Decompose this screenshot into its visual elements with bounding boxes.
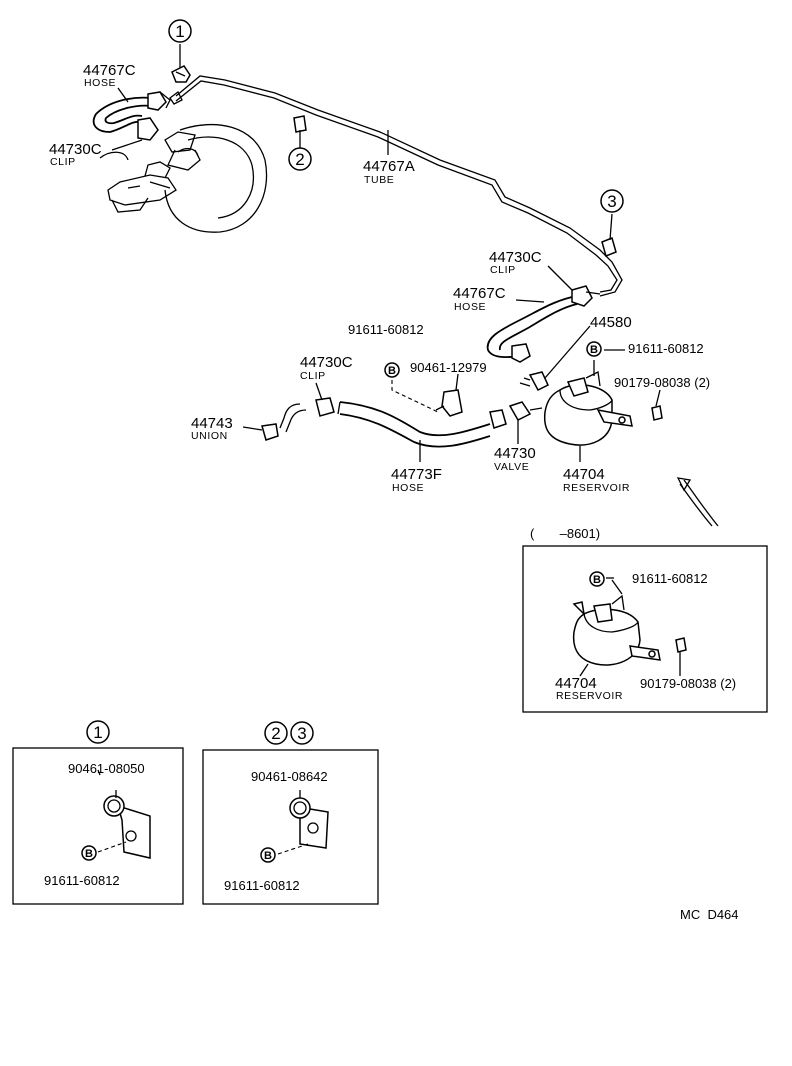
label-90461-12979: 90461-12979 <box>410 360 487 375</box>
label-44580: 44580 <box>590 314 632 331</box>
bolt-marker-mid: B <box>384 362 400 378</box>
inset-23 <box>202 749 379 905</box>
inset-1 <box>12 747 184 905</box>
label-44730c-right: 44730C <box>489 249 542 266</box>
label-91611-right: 91611-60812 <box>628 341 704 356</box>
label-hose-44773f: HOSE <box>392 482 424 494</box>
callout-1: 1 <box>168 19 192 43</box>
svg-text:B: B <box>388 365 396 377</box>
svg-text:3: 3 <box>607 192 616 211</box>
label-union: UNION <box>191 430 228 442</box>
label-44730: 44730 <box>494 445 536 462</box>
inset-3-callout: 3 <box>290 721 314 745</box>
inset-1-callout: 1 <box>86 720 110 744</box>
svg-text:B: B <box>264 850 272 862</box>
label-inset-range: ( –8601) <box>530 526 600 541</box>
brake-booster <box>99 123 268 233</box>
hose-44773f <box>337 401 491 448</box>
bolt-marker-inset23: B <box>260 847 276 863</box>
union-44743 <box>261 397 335 441</box>
inset-arrow <box>676 477 719 527</box>
label-inset-44704: 44704 <box>555 675 597 692</box>
hose-44767c-top <box>92 91 171 141</box>
svg-text:1: 1 <box>93 723 102 742</box>
label-44767c-right: 44767C <box>453 285 506 302</box>
label-90461-08050: 90461-08050 <box>68 761 145 776</box>
label-44704: 44704 <box>563 466 605 483</box>
label-inset1-91611: 91611-60812 <box>44 873 120 888</box>
label-valve: VALVE <box>494 461 529 473</box>
inset-8601 <box>522 545 768 713</box>
callout-3: 3 <box>600 189 624 213</box>
bolt-marker-right: B <box>586 341 602 357</box>
label-44767c-top: 44767C <box>83 62 136 79</box>
label-clip-mid: CLIP <box>300 370 326 382</box>
reservoir-44704 <box>543 371 663 446</box>
label-44730c-top: 44730C <box>49 141 102 158</box>
label-44743: 44743 <box>191 415 233 432</box>
svg-text:B: B <box>590 344 598 356</box>
svg-text:2: 2 <box>295 150 304 169</box>
svg-text:3: 3 <box>297 724 306 743</box>
label-91611-mid: 91611-60812 <box>348 322 424 337</box>
diagram-code: MC D464 <box>680 907 739 922</box>
svg-text:1: 1 <box>175 22 184 41</box>
svg-text:2: 2 <box>271 724 280 743</box>
hose-44767c-right <box>486 285 601 363</box>
label-inset23-91611: 91611-60812 <box>224 878 300 893</box>
label-clip-top: CLIP <box>50 156 76 168</box>
label-44730c-mid: 44730C <box>300 354 353 371</box>
svg-text:B: B <box>593 574 601 586</box>
label-clip-right: CLIP <box>490 264 516 276</box>
clamp-1 <box>171 65 191 83</box>
fitting-44580 <box>519 371 549 391</box>
bolt-marker-8601: B <box>589 571 605 587</box>
leader-lines <box>111 44 661 462</box>
label-hose-right: HOSE <box>454 301 486 313</box>
label-reservoir: RESERVOIR <box>563 482 630 494</box>
clamp-3 <box>601 236 617 258</box>
label-inset-reservoir: RESERVOIR <box>556 690 623 702</box>
clamp-2 <box>293 115 307 133</box>
tube-44767a <box>169 75 623 297</box>
label-inset-90179: 90179-08038 (2) <box>640 676 736 691</box>
label-90179-right: 90179-08038 (2) <box>614 375 710 390</box>
clamp-90461-12979 <box>391 380 463 417</box>
svg-text:B: B <box>85 848 93 860</box>
valve-44730 <box>489 401 543 429</box>
label-tube: TUBE <box>364 174 394 186</box>
label-44773f: 44773F <box>391 466 442 483</box>
label-90461-08642: 90461-08642 <box>251 769 328 784</box>
label-inset-91611: 91611-60812 <box>632 571 708 586</box>
callout-2: 2 <box>288 147 312 171</box>
label-44767a: 44767A <box>363 158 415 175</box>
bolt-marker-inset1: B <box>81 845 97 861</box>
inset-2-callout: 2 <box>264 721 288 745</box>
label-hose-top: HOSE <box>84 77 116 89</box>
